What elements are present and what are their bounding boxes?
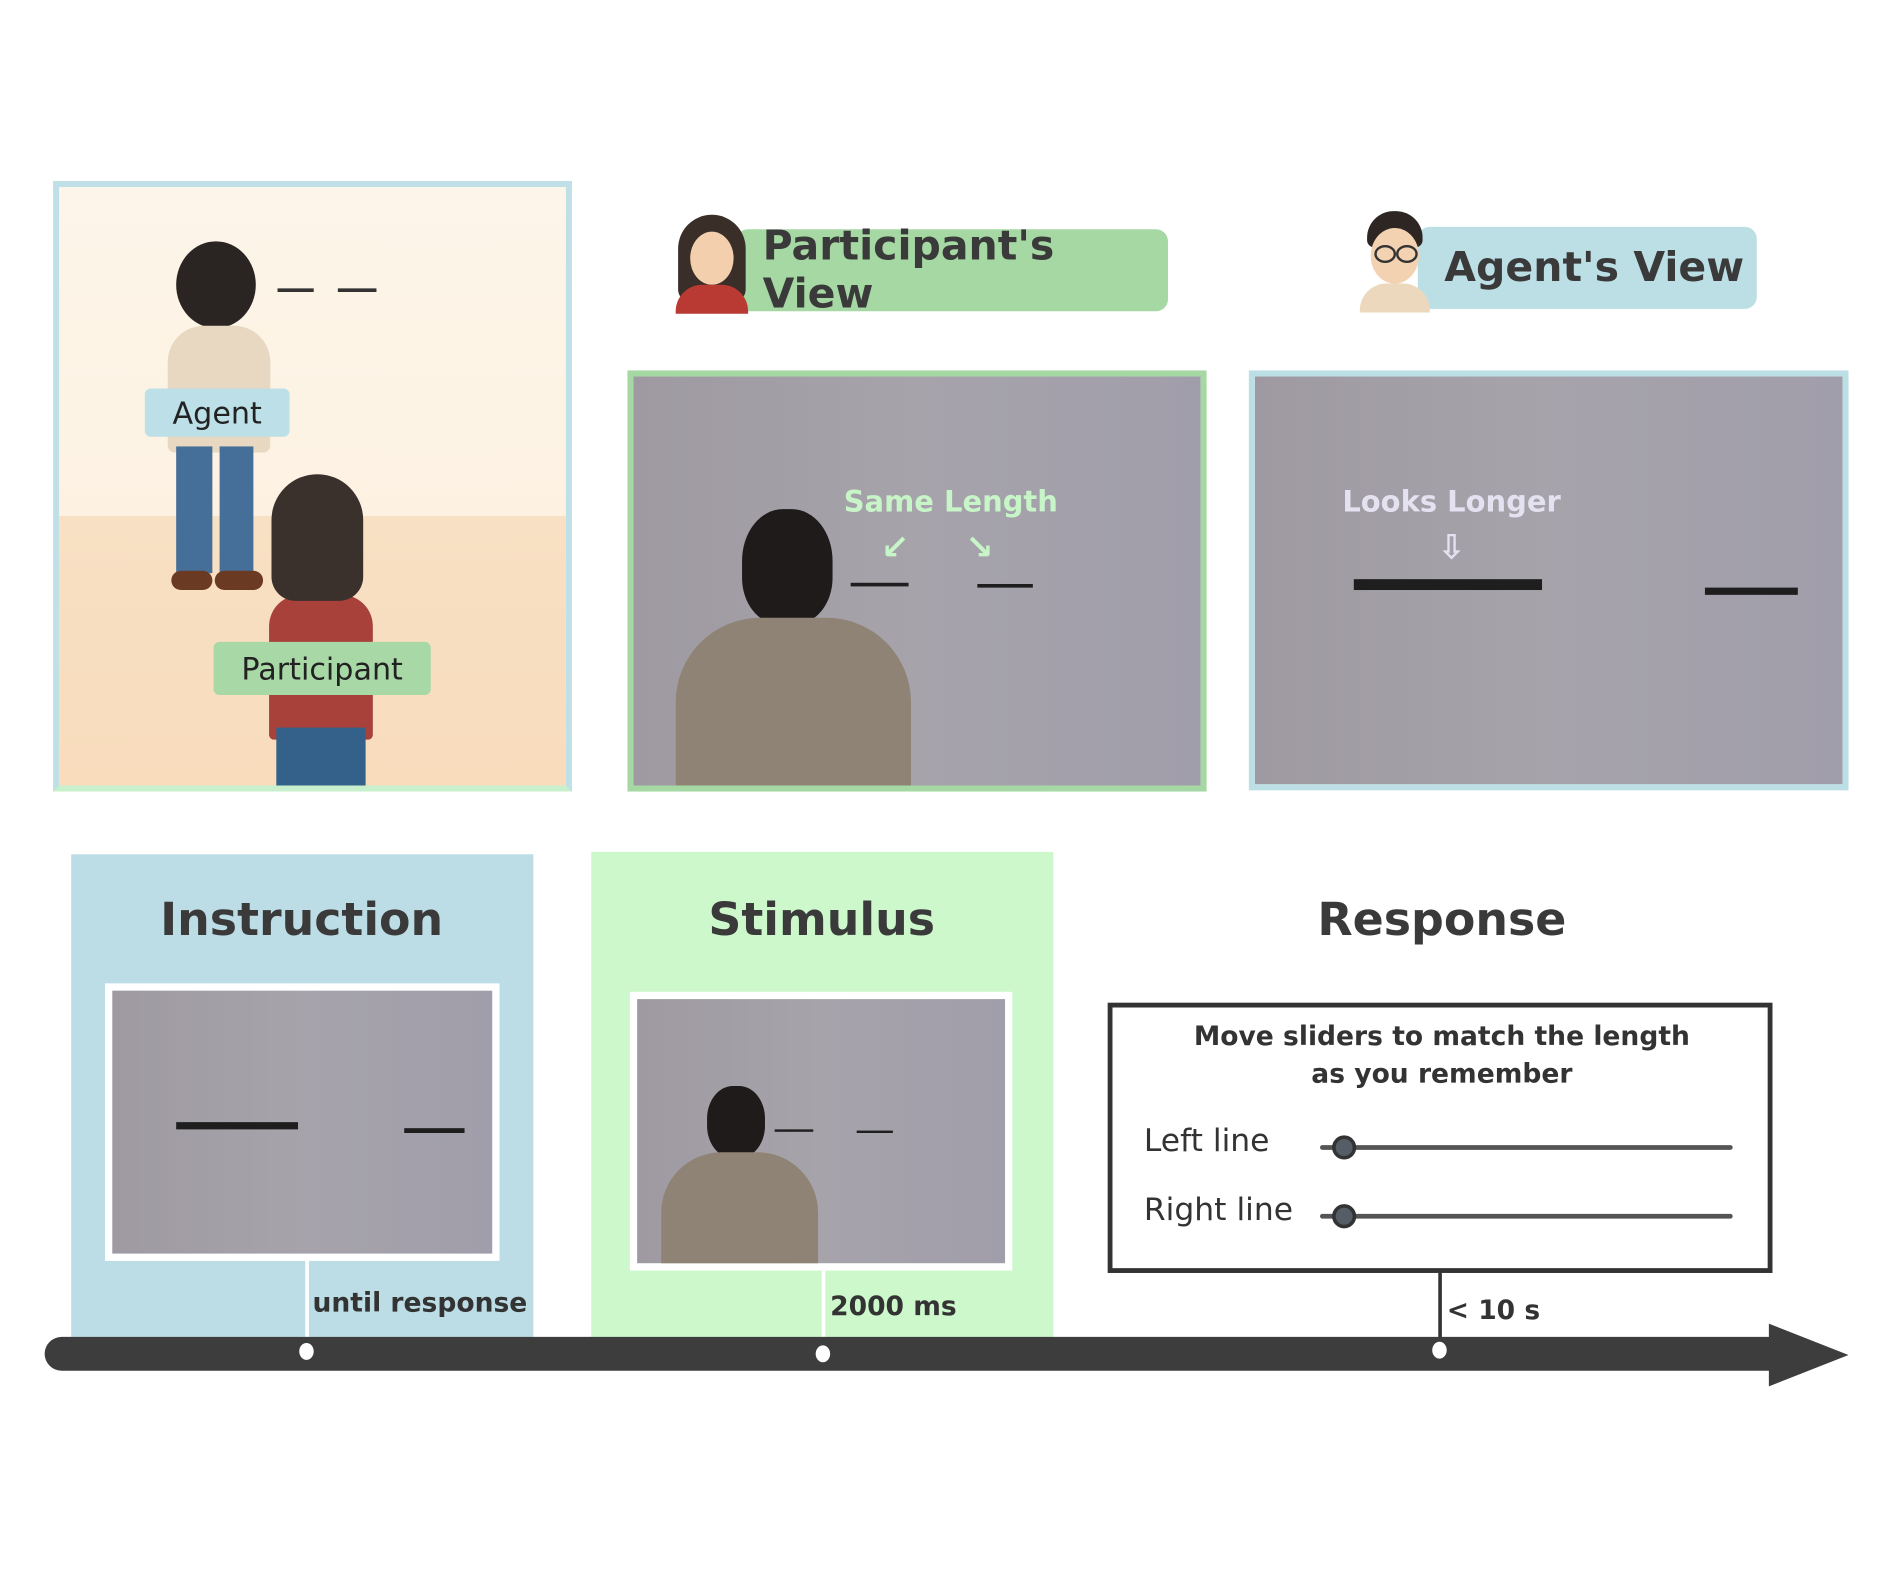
response-instruction-line2: as you remember: [1311, 1059, 1573, 1090]
instruction-image: [104, 983, 500, 1261]
participant-label: Participant: [213, 641, 431, 696]
response-marker: [1432, 1341, 1447, 1359]
response-box: Move sliders to match the length as you …: [1107, 1002, 1773, 1273]
response-duration: < 10 s: [1446, 1295, 1541, 1327]
looks-longer-annotation: Looks Longer: [1342, 485, 1561, 519]
instruction-line-short: [404, 1128, 465, 1133]
agent-label: Agent: [144, 388, 290, 437]
timeline-bar: [44, 1336, 1783, 1371]
right-line-slider-knob[interactable]: [1332, 1204, 1357, 1229]
arrow-down-left-icon: ↙: [880, 527, 910, 568]
agent-view-title: Agent's View: [1444, 243, 1745, 292]
agent-view-header: Agent's View: [1417, 226, 1757, 309]
participant-figure: [252, 474, 385, 786]
instruction-marker: [299, 1342, 314, 1360]
instruction-connector: [305, 1260, 309, 1352]
stimulus-duration: 2000 ms: [830, 1292, 957, 1323]
agent-line-long: [1353, 579, 1543, 591]
right-line-label: Right line: [1143, 1192, 1294, 1229]
scene-line-left: [277, 288, 314, 292]
agent-line-short: [1704, 587, 1798, 595]
response-connector: [1438, 1272, 1442, 1348]
instruction-duration: until response: [312, 1288, 528, 1319]
stimulus-line-left: [850, 582, 909, 587]
scene-line-right: [337, 288, 377, 292]
right-line-slider[interactable]: [1320, 1213, 1733, 1219]
response-title: Response: [1317, 892, 1567, 946]
stimulus-marker: [815, 1345, 831, 1363]
left-line-slider-knob[interactable]: [1332, 1135, 1357, 1160]
stimulus-line-right: [977, 583, 1033, 588]
participant-avatar-icon: [675, 214, 749, 314]
person-back-figure: [675, 509, 917, 786]
timeline-arrowhead-icon: [1768, 1323, 1849, 1387]
instruction-line-long: [176, 1122, 299, 1130]
stimulus-connector: [821, 1270, 826, 1356]
stimulus-small-line-right: [856, 1130, 893, 1133]
participant-view-title: Participant's View: [762, 222, 1055, 319]
participant-view-header: Participant's View: [736, 222, 1168, 319]
person-back-figure: [661, 1085, 830, 1264]
left-line-slider[interactable]: [1320, 1145, 1733, 1150]
arrow-down-right-icon: ↘: [965, 527, 994, 568]
participant-view-photo: Same Length ↙ ↘: [627, 370, 1207, 792]
arrow-down-icon: ⇩: [1437, 527, 1466, 568]
left-line-label: Left line: [1143, 1123, 1270, 1160]
stimulus-image: [629, 991, 1013, 1271]
stimulus-small-line-left: [774, 1129, 814, 1132]
stimulus-title: Stimulus: [708, 892, 936, 946]
agent-avatar-icon: [1359, 211, 1430, 313]
scene-panel: Agent Participant: [53, 180, 572, 792]
response-instruction-line1: Move sliders to match the length: [1193, 1021, 1690, 1053]
agent-view-photo: Looks Longer ⇩: [1248, 370, 1849, 791]
instruction-title: Instruction: [160, 892, 444, 946]
same-length-annotation: Same Length: [843, 485, 1058, 519]
